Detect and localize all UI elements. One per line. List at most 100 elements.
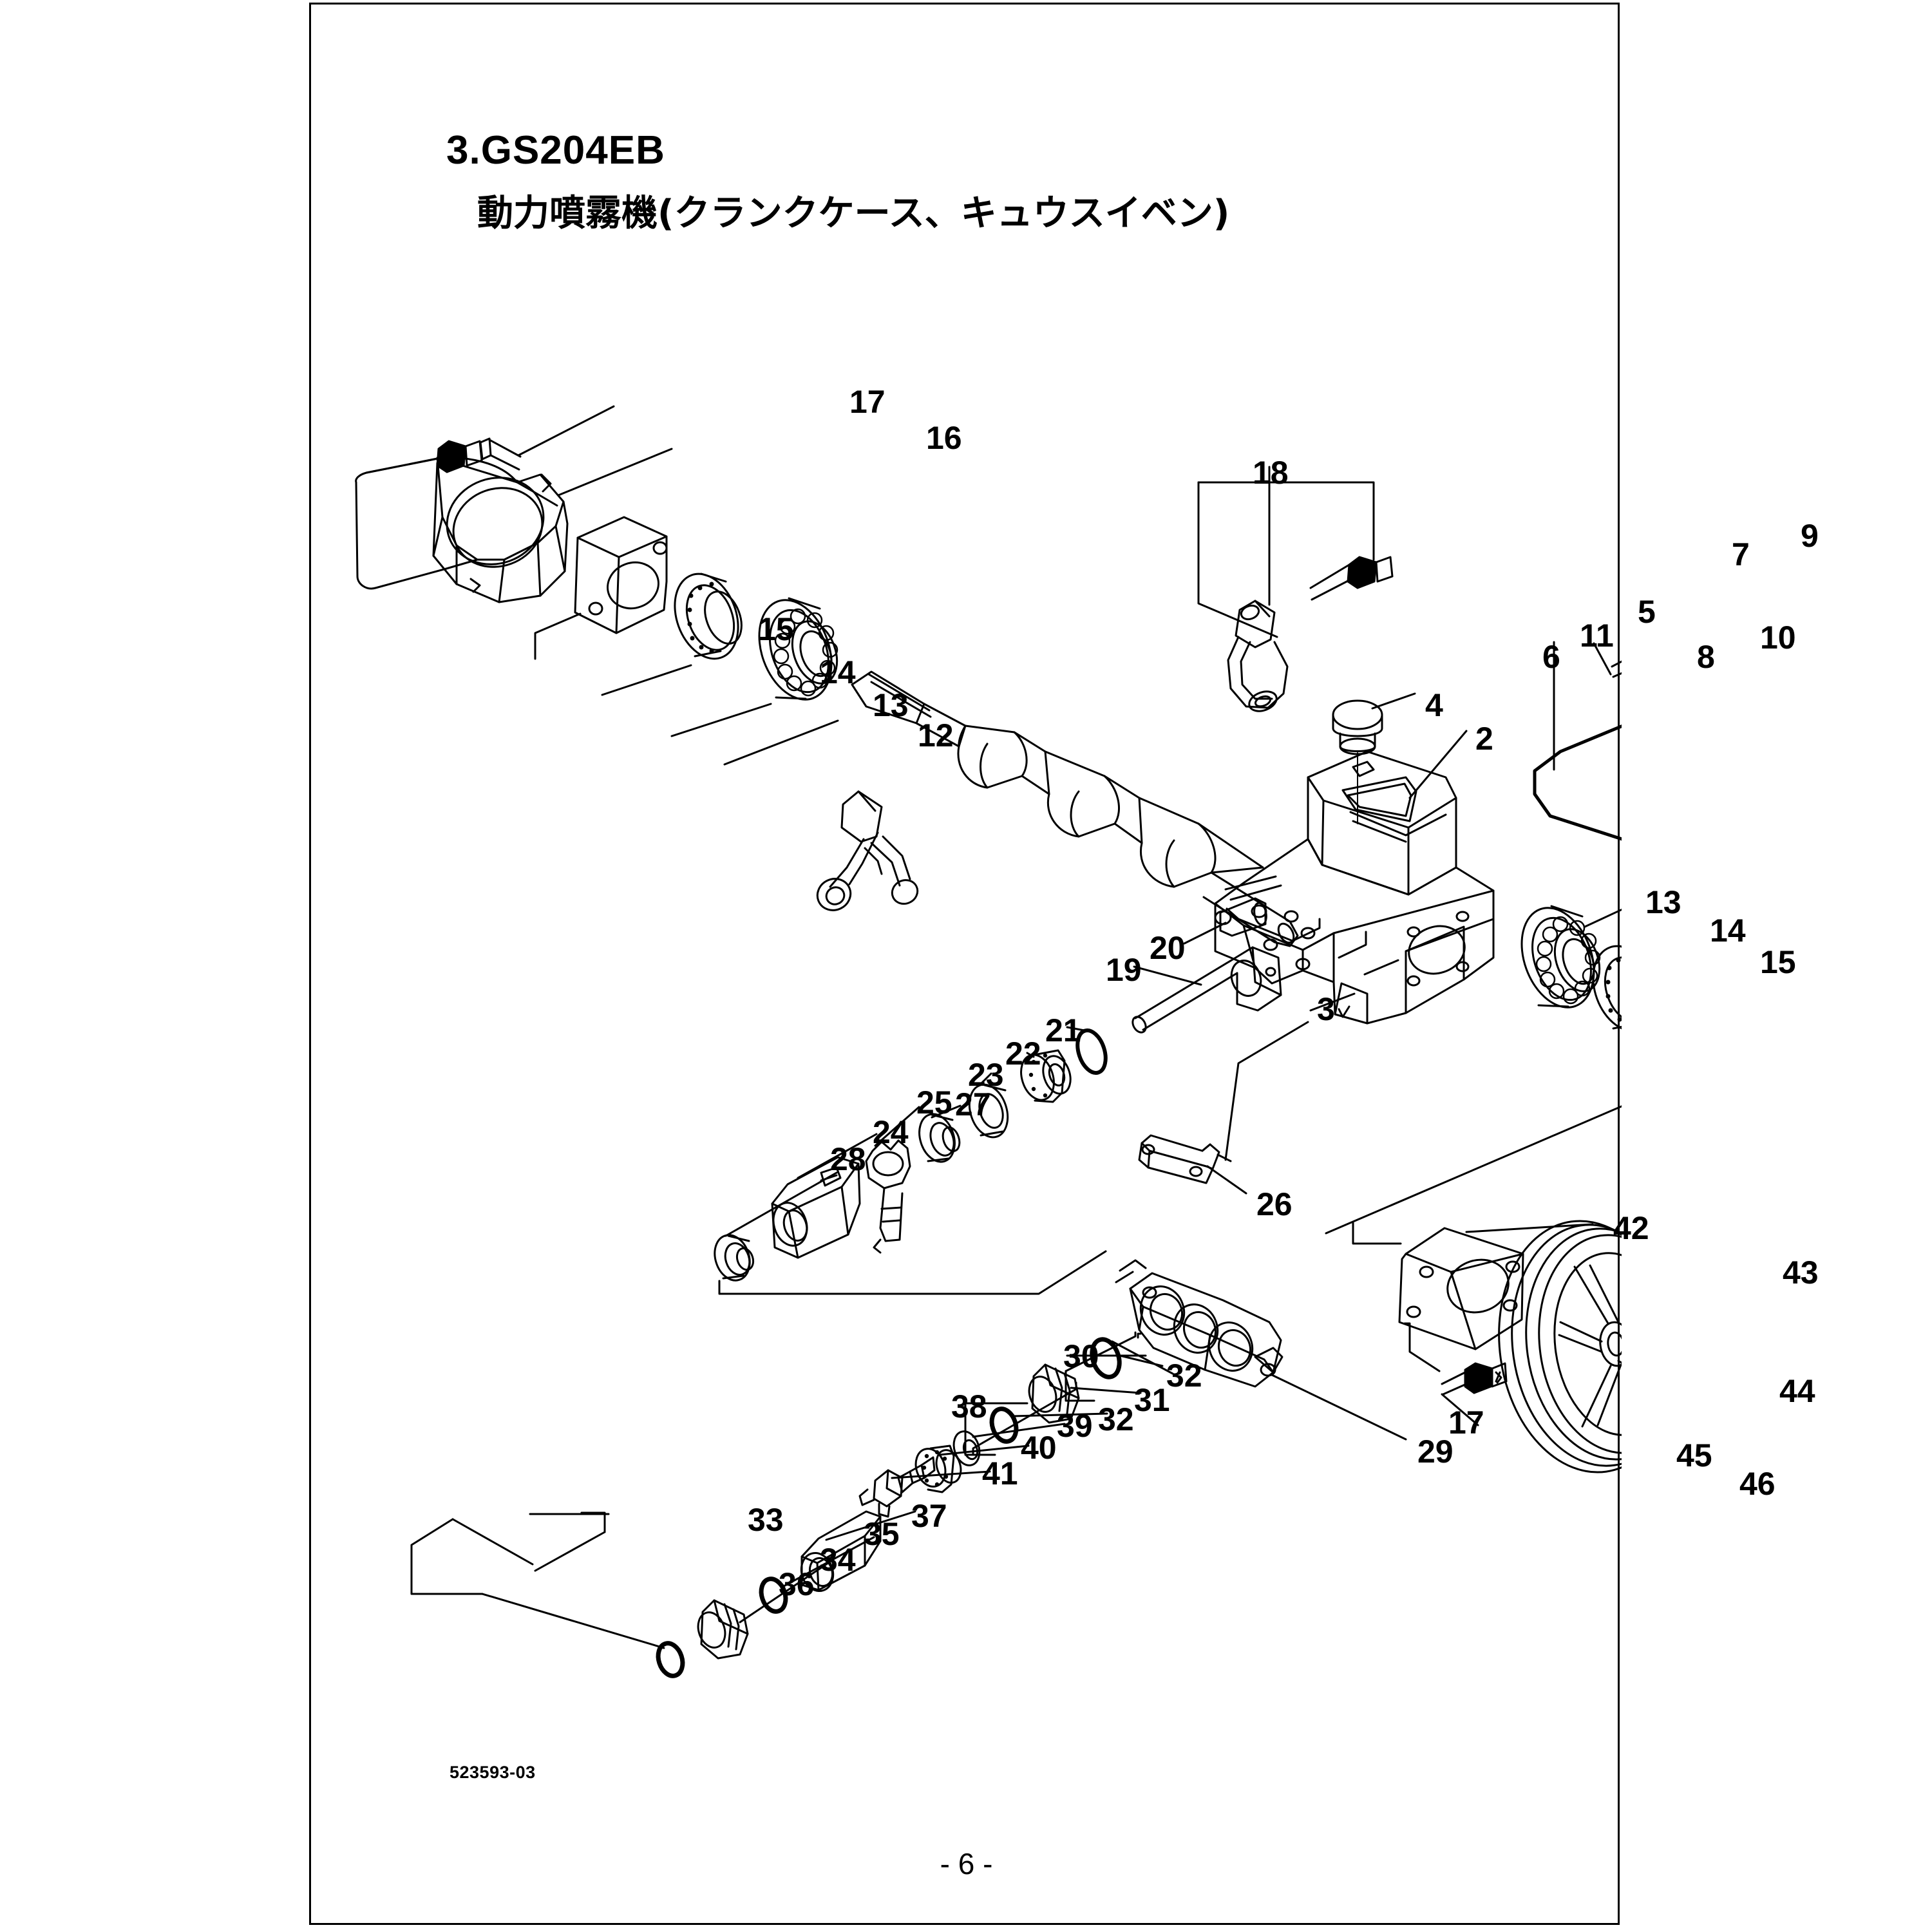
callout-18: 18 — [1253, 455, 1289, 491]
part-18-bolt — [1309, 556, 1394, 601]
callout-40: 40 — [1021, 1430, 1057, 1466]
part-4-oil-plug — [1332, 699, 1383, 755]
callout-30: 30 — [1063, 1338, 1099, 1374]
part-14-oil-seal-left — [674, 573, 743, 660]
leader-42-bracket — [1352, 1222, 1402, 1245]
callout-17a: 17 — [849, 384, 886, 420]
page-title: 3.GS204EB — [446, 131, 1229, 171]
leader-32a — [1111, 1340, 1174, 1375]
bracket-30b — [1065, 1370, 1095, 1402]
callout-41: 41 — [982, 1455, 1018, 1492]
leader-40 — [938, 1444, 1030, 1456]
leader-13b — [1584, 908, 1622, 928]
callout-42: 42 — [1613, 1210, 1649, 1246]
callout-5: 5 — [1638, 594, 1656, 630]
callout-34: 34 — [820, 1542, 856, 1578]
callout-33: 33 — [748, 1502, 784, 1538]
callout-17b: 17 — [1448, 1405, 1484, 1441]
leader-17b-bracket — [1403, 1322, 1441, 1372]
part-2-crankcase-cover — [1307, 750, 1457, 896]
part-3-crankcase-body — [1214, 838, 1495, 1025]
callout-10: 10 — [1760, 620, 1796, 656]
part-23-washer — [968, 1083, 1009, 1139]
leader-26-path — [1224, 1021, 1309, 1161]
leader-21 — [1066, 1026, 1089, 1032]
bracket-38a — [1023, 1381, 1077, 1420]
leader-18-a — [1197, 481, 1278, 638]
leader-17a — [517, 405, 615, 457]
bracket-38c — [964, 1402, 996, 1456]
leader-3 — [1309, 992, 1356, 1012]
callout-46: 46 — [1739, 1466, 1776, 1502]
bracket-38b — [972, 1417, 1026, 1456]
leader-4 — [1371, 692, 1416, 710]
callout-38: 38 — [951, 1388, 987, 1425]
callout-21: 21 — [1045, 1012, 1081, 1048]
part-16-bearing-housing — [355, 457, 569, 603]
leader-23 — [980, 1072, 992, 1085]
part-17-bolt-pulley — [1441, 1362, 1508, 1396]
part-18-bearing-cap — [1227, 600, 1289, 712]
leader-13a — [670, 703, 772, 737]
leader-18-b — [1197, 481, 1375, 561]
callout-22: 22 — [1005, 1036, 1041, 1072]
leader-28-path — [718, 1250, 1107, 1295]
leader-19 — [1133, 965, 1202, 986]
part-12-crankshaft — [851, 670, 1299, 947]
part-27-seal-ring — [918, 1113, 961, 1163]
part-41-hose-barb — [858, 1456, 936, 1518]
leader-11 — [1593, 642, 1612, 676]
callout-44: 44 — [1779, 1373, 1815, 1409]
leader-25 — [874, 1106, 920, 1147]
leader-34 — [739, 1560, 831, 1624]
part-connecting-rod-left — [816, 790, 919, 911]
bracket-33b — [580, 1511, 606, 1533]
callout-16: 16 — [926, 420, 962, 456]
callout-8: 8 — [1697, 639, 1715, 675]
callout-25: 25 — [916, 1084, 952, 1121]
leader-37 — [825, 1510, 916, 1541]
bracket-33a — [534, 1531, 606, 1572]
part-15-gasket-plate-left — [574, 516, 668, 634]
exploded-parts-drawing — [311, 5, 1622, 1927]
drawing-number: 523593-03 — [450, 1763, 536, 1782]
callout-36: 36 — [779, 1566, 815, 1602]
leader-14a — [601, 664, 692, 696]
leader-29 — [1271, 1374, 1407, 1441]
leader-26 — [1206, 1165, 1247, 1195]
leader-15a — [534, 612, 582, 660]
callout-7: 7 — [1732, 536, 1750, 573]
leader-2 — [1408, 730, 1468, 799]
part-26-bracket — [1138, 1134, 1232, 1184]
part-29-valve-manifold — [1115, 1259, 1283, 1388]
callout-45: 45 — [1676, 1437, 1712, 1473]
part-13-ball-bearing-left — [758, 597, 838, 701]
callout-26: 26 — [1256, 1186, 1293, 1222]
leader-36 — [481, 1593, 665, 1649]
callout-29: 29 — [1417, 1434, 1454, 1470]
callout-27: 27 — [955, 1086, 991, 1122]
callout-6: 6 — [1542, 639, 1560, 675]
part-11-bolt — [1611, 660, 1622, 678]
part-20-pin — [1219, 897, 1267, 937]
callout-39: 39 — [1057, 1408, 1093, 1444]
callout-24: 24 — [873, 1114, 909, 1150]
leader-15b-long — [1325, 1105, 1622, 1235]
leader-12 — [723, 719, 839, 766]
leader-22 — [1026, 1052, 1035, 1058]
callout-4: 4 — [1425, 687, 1443, 723]
part-28-seal — [714, 1234, 755, 1282]
page-number: - 6 - — [940, 1847, 993, 1880]
part-25-retainer-plate — [865, 1139, 911, 1254]
callout-31: 31 — [1134, 1382, 1170, 1418]
callout-37: 37 — [911, 1498, 947, 1534]
callout-15a: 15 — [758, 611, 794, 647]
callout-3: 3 — [1317, 991, 1335, 1027]
leader-33 — [451, 1518, 534, 1566]
part-17-bolt-upper — [436, 437, 522, 473]
part-32-oring-upper — [1090, 1337, 1122, 1379]
leader-16 — [557, 448, 673, 497]
callout-13b: 13 — [1645, 884, 1681, 920]
bracket-30a — [1065, 1331, 1137, 1372]
